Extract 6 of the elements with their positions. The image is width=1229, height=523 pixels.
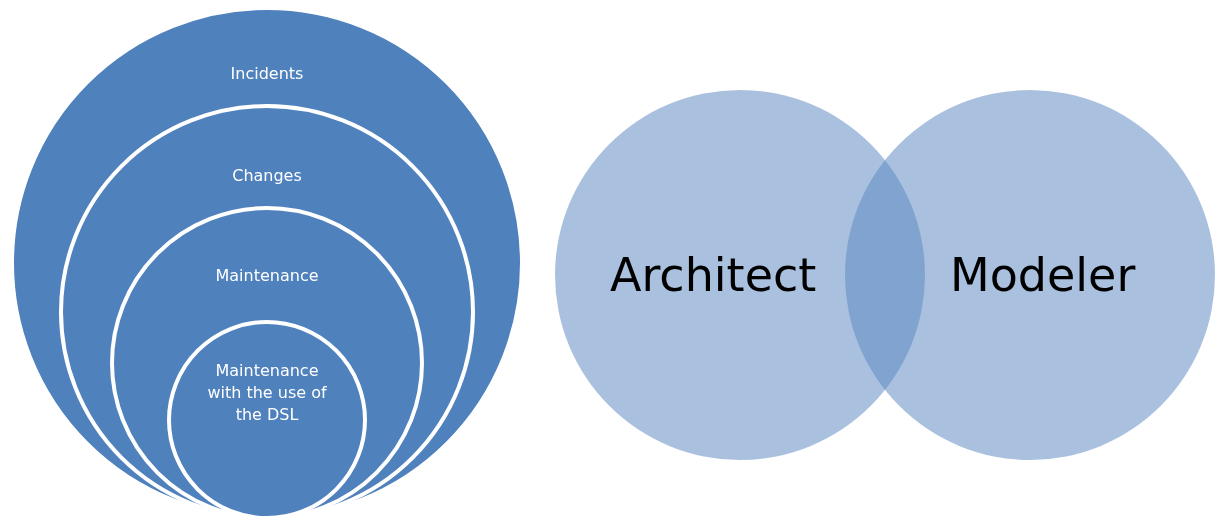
circle-label: Incidents	[230, 64, 304, 83]
circle-label: Maintenance with the use of the DSL	[206, 360, 328, 426]
circle-label: Architect	[610, 248, 817, 302]
circle-label: Maintenance	[215, 266, 319, 285]
circle-label: Changes	[232, 166, 302, 185]
circle-label: Modeler	[950, 248, 1136, 302]
